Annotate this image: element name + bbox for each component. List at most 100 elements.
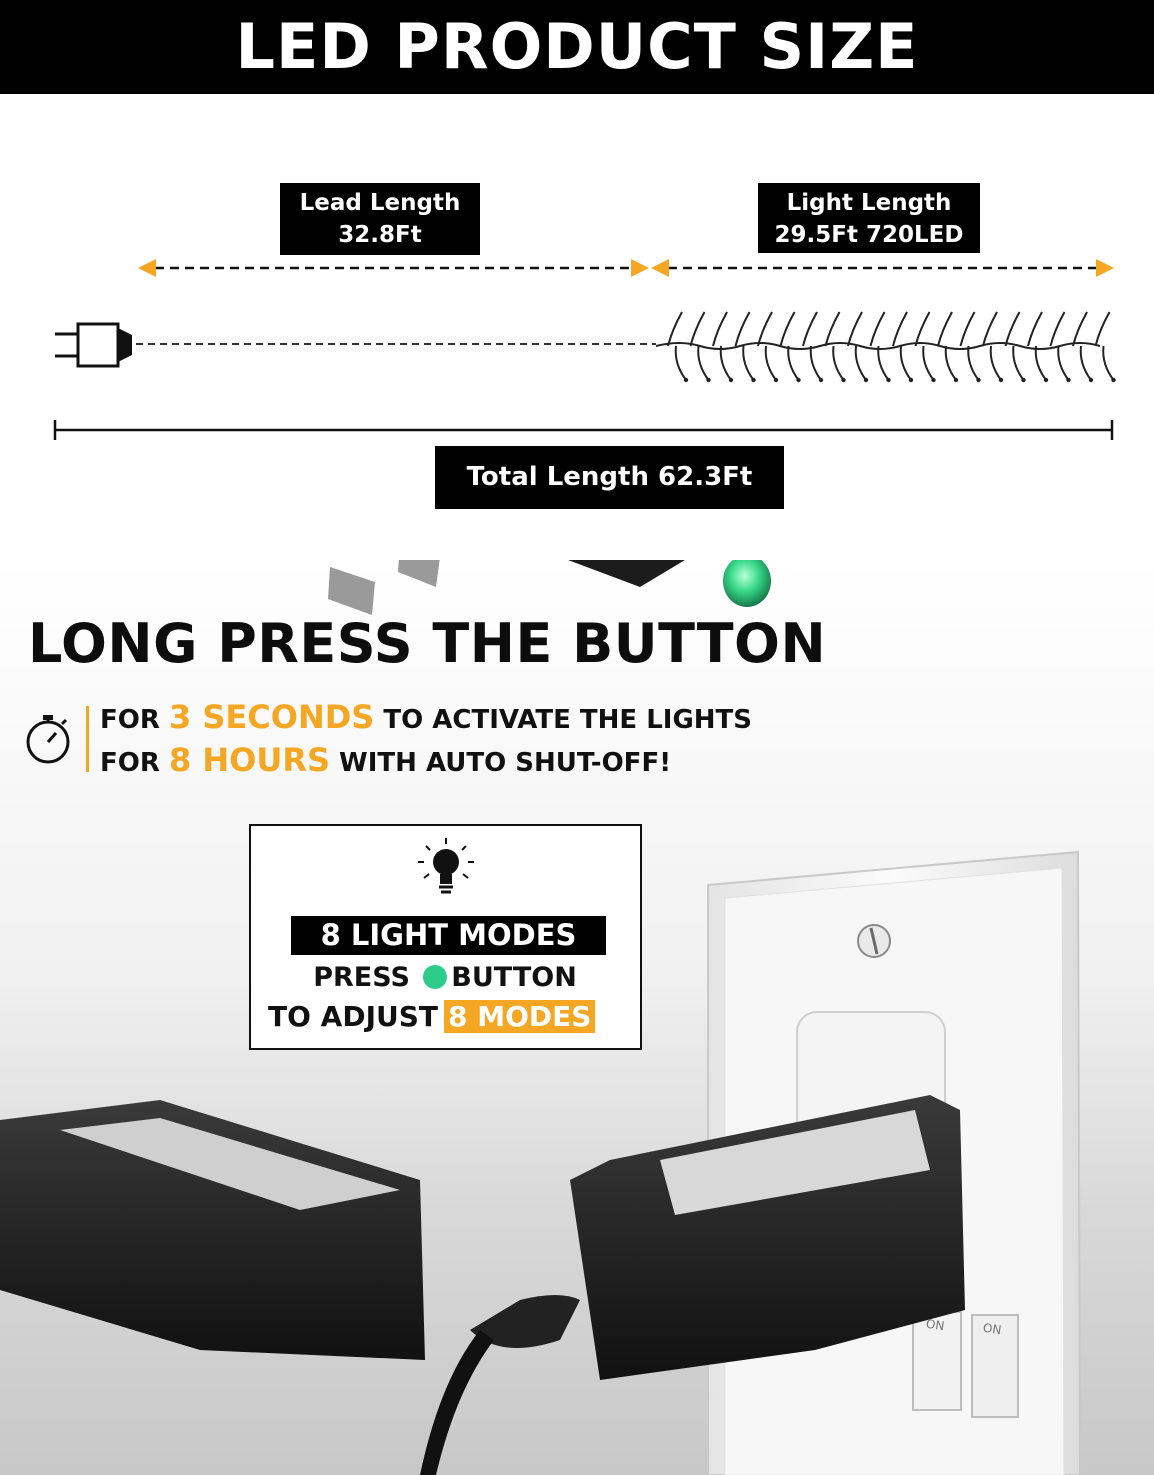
light-strand	[959, 311, 976, 347]
stopwatch-icon	[26, 715, 70, 764]
light-switch-1	[912, 1311, 962, 1411]
line1-suffix: TO ACTIVATE THE LIGHTS	[374, 705, 753, 735]
switch-1-label: ON	[925, 1316, 946, 1334]
light-strand	[914, 311, 931, 347]
led-bulb	[706, 377, 711, 383]
instruction-line-1: FOR 3 SECONDS TO ACTIVATE THE LIGHTS	[100, 698, 752, 736]
light-strand	[877, 345, 890, 381]
light-strand	[1049, 311, 1066, 347]
line2-prefix: FOR	[100, 748, 169, 778]
led-bulb	[818, 377, 824, 383]
led-bulb	[931, 377, 936, 383]
led-bulb	[841, 377, 846, 383]
light-strand	[824, 311, 841, 347]
long-press-heading: LONG PRESS THE BUTTON	[28, 612, 827, 675]
led-bulb	[953, 377, 959, 383]
light-strand	[697, 345, 710, 381]
light-strand	[802, 311, 818, 347]
light-strand	[937, 311, 953, 347]
led-bulb	[1066, 377, 1071, 383]
light-strand	[1094, 311, 1111, 347]
light-strand	[832, 345, 845, 381]
light-strand	[1079, 345, 1092, 381]
light-switch-2	[971, 1314, 1019, 1418]
lead-length-value: 32.8Ft	[338, 222, 422, 248]
adjust-prefix: TO ADJUST	[268, 1000, 438, 1033]
led-bulb	[886, 377, 891, 383]
led-bulb	[1043, 377, 1049, 383]
press-button-line: PRESS BUTTON	[250, 962, 640, 993]
light-strand	[674, 345, 687, 381]
line2-suffix: WITH AUTO SHUT-OFF!	[330, 748, 672, 778]
accent-divider	[86, 706, 89, 772]
green-button-dot	[423, 965, 448, 989]
led-bulb	[1088, 377, 1094, 383]
adjust-highlight: 8 MODES	[443, 1000, 596, 1033]
total-length-label: Total Length 62.3Ft	[435, 446, 784, 509]
light-string	[655, 311, 1116, 383]
press-suffix: BUTTON	[451, 962, 577, 993]
light-strand	[667, 311, 683, 347]
controller-plugged	[420, 560, 965, 1475]
light-strand	[719, 345, 732, 381]
led-bulb	[796, 377, 801, 383]
light-strand	[1004, 311, 1021, 347]
led-bulb	[751, 377, 756, 383]
light-strand	[967, 345, 980, 381]
length-diagram	[53, 259, 1116, 440]
led-bulb	[728, 377, 734, 383]
light-strand	[809, 345, 822, 381]
banner-title: LED PRODUCT SIZE	[235, 10, 919, 83]
plug-icon	[55, 322, 132, 368]
modes-title: 8 LIGHT MODES	[291, 916, 606, 955]
total-ruler	[53, 420, 1114, 440]
light-strand	[1057, 345, 1070, 381]
light-strand	[757, 311, 773, 347]
led-bulb	[863, 377, 869, 383]
light-strand	[892, 311, 908, 347]
light-arrow	[651, 259, 1114, 277]
led-bulb	[1021, 377, 1026, 383]
light-strand	[982, 311, 998, 347]
light-strand	[1012, 345, 1025, 381]
light-length-title: Light Length	[786, 190, 952, 216]
light-strand	[899, 345, 912, 381]
light-strand	[847, 311, 863, 347]
light-strand	[1034, 345, 1047, 381]
led-bulb	[773, 377, 779, 383]
light-strand	[944, 345, 957, 381]
light-strand	[922, 345, 935, 381]
light-strand	[764, 345, 777, 381]
bulb-icon	[418, 838, 474, 894]
light-strand	[854, 345, 867, 381]
line1-highlight: 3 SECONDS	[168, 698, 375, 736]
led-bulb	[998, 377, 1004, 383]
line2-highlight: 8 HOURS	[168, 741, 330, 779]
light-strand	[1102, 345, 1115, 381]
light-strand	[742, 345, 755, 381]
led-bulb	[908, 377, 914, 383]
lead-arrow	[138, 259, 649, 277]
controller-loose	[0, 560, 440, 1360]
led-bulb	[976, 377, 981, 383]
lead-length-title: Lead Length	[299, 190, 461, 216]
light-length-label: Light Length 29.5Ft 720LED	[758, 183, 980, 253]
light-strand	[712, 311, 728, 347]
switch-2-label: ON	[982, 1320, 1003, 1338]
instruction-line-2: FOR 8 HOURS WITH AUTO SHUT-OFF!	[100, 741, 671, 779]
light-strand	[1027, 311, 1043, 347]
led-bulb	[683, 377, 689, 383]
light-length-value: 29.5Ft 720LED	[774, 222, 964, 248]
light-strand	[779, 311, 796, 347]
light-strand	[734, 311, 751, 347]
light-strand	[869, 311, 886, 347]
light-strand	[689, 311, 706, 347]
lead-length-label: Lead Length 32.8Ft	[280, 183, 480, 255]
light-strand	[1072, 311, 1088, 347]
line1-prefix: FOR	[100, 705, 169, 735]
banner	[0, 0, 1154, 94]
press-prefix: PRESS	[313, 962, 410, 993]
led-bulb	[1111, 377, 1116, 383]
light-strand	[787, 345, 800, 381]
